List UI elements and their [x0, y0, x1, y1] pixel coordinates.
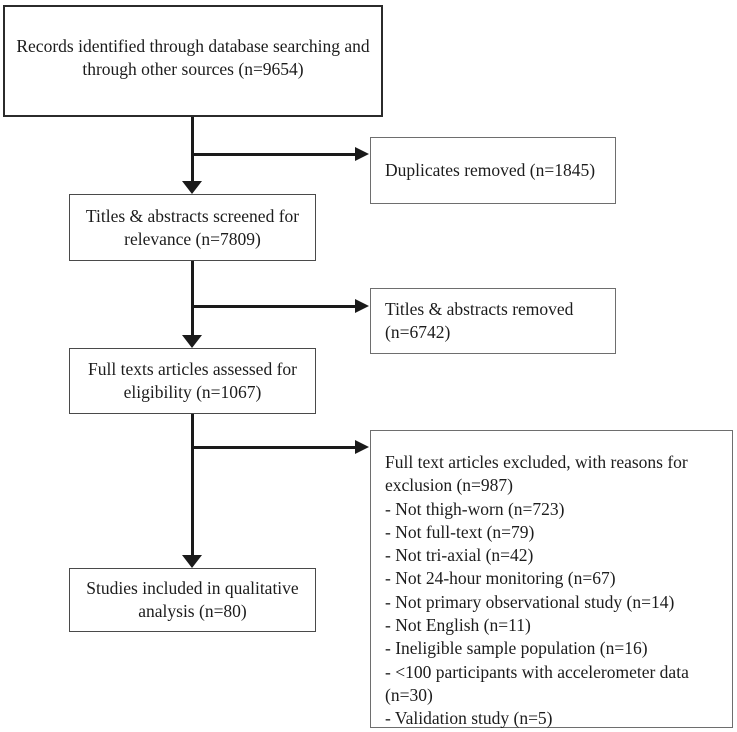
excluded-reason-item: - <100 participants with accelerometer d… [385, 661, 689, 705]
excluded-reason-item: - Not 24-hour monitoring (n=67) [385, 568, 616, 589]
excluded-reason-item: - Ineligible sample population (n=16) [385, 638, 648, 659]
node-fulltext-assessed: Full texts articles assessed for eligibi… [69, 348, 316, 414]
excluded-reason-item: - Not English (n=11) [385, 615, 531, 636]
arrow-fulltext-to-included-head [182, 555, 202, 568]
excluded-reason-item: - Not tri-axial (n=42) [385, 545, 534, 566]
node-titles-screened: Titles & abstracts screened for relevanc… [69, 194, 316, 261]
excluded-reason-item: - Validation study (n=5) [385, 708, 553, 729]
node-duplicates-removed: Duplicates removed (n=1845) [370, 137, 616, 204]
arrow-screened-to-fulltext-head [182, 335, 202, 348]
node-included-line2: analysis (n=80) [138, 601, 247, 621]
node-records-line2: through other sources (n=9654) [82, 59, 304, 79]
arrow-to-titles-removed-line [191, 305, 356, 308]
node-excluded-line1: Full text articles excluded, with reason… [385, 452, 688, 472]
node-fulltext-excluded: Full text articles excluded, with reason… [370, 430, 733, 728]
node-studies-included: Studies included in qualitative analysis… [69, 568, 316, 632]
node-screened-line1: Titles & abstracts screened for [85, 205, 300, 226]
arrow-to-titles-removed-head [355, 299, 369, 313]
excluded-reason-item: - Not thigh-worn (n=723) [385, 498, 565, 519]
arrow-records-to-screened-line [191, 117, 194, 183]
node-excluded-line2: exclusion (n=987) [385, 475, 513, 496]
node-records-line1: Records identified through database sear… [16, 36, 370, 56]
node-screened-line2: relevance (n=7809) [124, 228, 261, 249]
node-included-line1: Studies included in qualitative [86, 578, 299, 598]
arrow-records-to-screened-head [182, 181, 202, 194]
node-titles-removed: Titles & abstracts removed (n=6742) [370, 288, 616, 354]
excluded-reason-item: - Not full-text (n=79) [385, 521, 535, 542]
arrow-to-duplicates-head [355, 147, 369, 161]
arrow-to-excluded-line [191, 446, 356, 449]
node-records-identified: Records identified through database sear… [3, 5, 383, 117]
node-titles-removed-line1: Titles & abstracts removed [385, 299, 574, 319]
arrow-to-excluded-head [355, 440, 369, 454]
arrow-fulltext-to-included-line [191, 414, 194, 555]
node-titles-removed-line2: (n=6742) [385, 322, 451, 342]
node-fulltext-line2: eligibility (n=1067) [123, 382, 262, 402]
arrow-to-duplicates-line [191, 153, 356, 156]
arrow-screened-to-fulltext-line [191, 261, 194, 335]
node-fulltext-line1: Full texts articles assessed for [88, 359, 297, 379]
excluded-reason-item: - Not primary observational study (n=14) [385, 591, 675, 612]
node-duplicates-line1: Duplicates removed (n=1845) [385, 160, 596, 180]
